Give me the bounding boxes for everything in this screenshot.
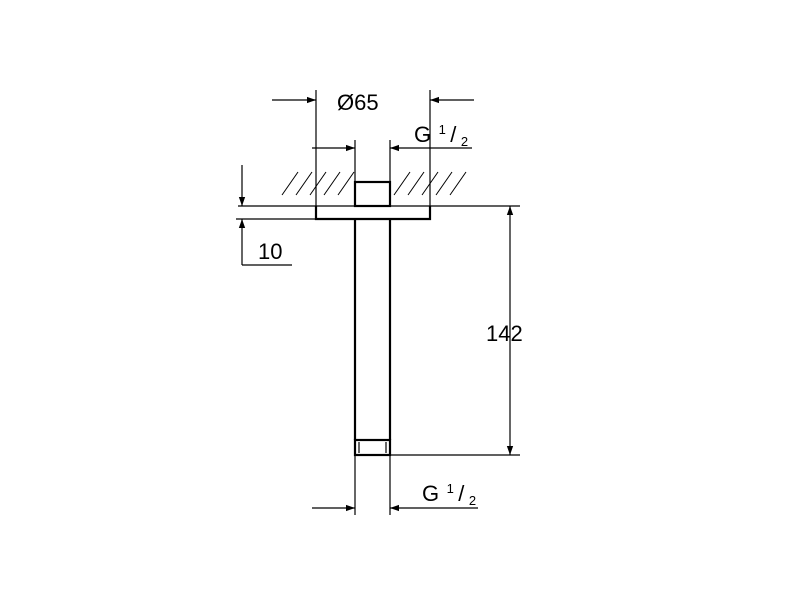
- bottom-thread-dimension: [312, 455, 478, 515]
- length-dimension: [390, 206, 520, 456]
- length-label: 142: [486, 321, 523, 346]
- shower-arm: [353, 219, 392, 440]
- ceiling-hatching: [281, 171, 467, 196]
- bottom-connector: [353, 438, 392, 457]
- top-thread-label: G 1 / 2: [414, 121, 468, 149]
- flange: [314, 206, 432, 221]
- top-nipple: [353, 180, 392, 208]
- flange-height-dimension: [236, 165, 316, 266]
- flange-height-label: 10: [258, 239, 282, 264]
- top-thread-dimension: [312, 140, 472, 182]
- bottom-thread-label: G 1 / 2: [422, 480, 476, 508]
- diameter-label: Ø65: [337, 90, 379, 115]
